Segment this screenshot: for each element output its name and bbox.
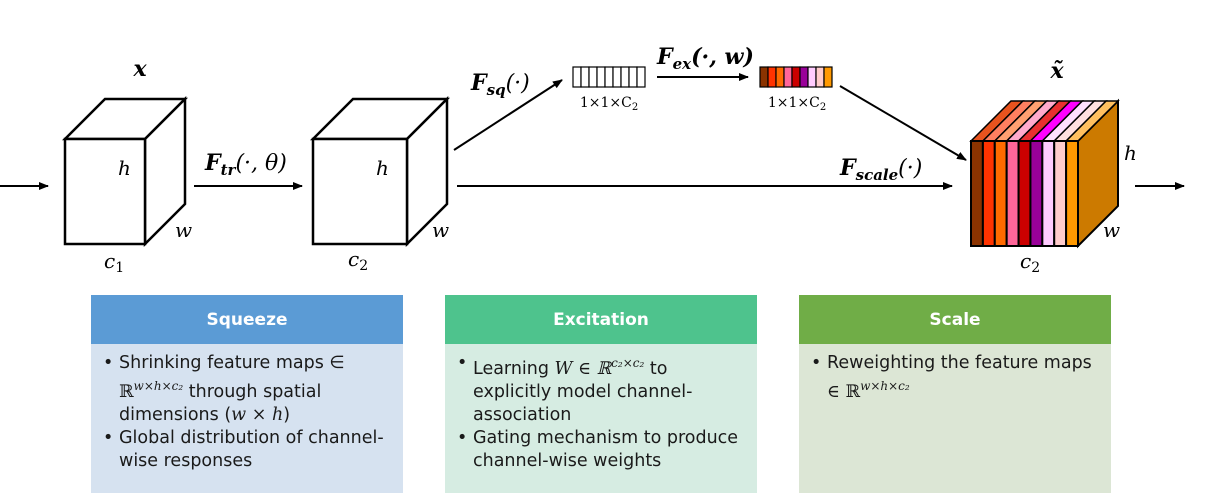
scaled-tensor-cube [969,98,1120,249]
squeeze-panel-body: Shrinking feature maps ∈ ℝw×h×c₂ through… [91,344,403,493]
channel-slice [1029,140,1044,247]
channel-slice [1065,140,1079,247]
squeezed-channel-cell [620,66,630,88]
channel-weight-cell [775,66,785,88]
squeeze-bullet-1: Shrinking feature maps ∈ ℝw×h×c₂ through… [103,352,393,427]
squeezed-channel-cell [572,66,582,88]
squeezed-channel-cell [628,66,638,88]
channel-slice [981,140,996,247]
squeezed-channel-cell [604,66,614,88]
vector2-dims-label: 1×1×C2 [768,95,826,113]
f-sq-label: Fsq(·) [470,70,530,99]
f-scale-label: Fscale(·) [839,155,922,184]
squeeze-panel-header: Squeeze [91,295,403,344]
excitation-bullet-2: Gating mechanism to produce channel-wise… [457,427,747,473]
excitation-panel: Excitation Learning W ∈ ℝc₂×c₂ to explic… [445,295,757,493]
f-tr-label: Ftr(·, θ) [204,150,287,179]
cube2-c-label: c2 [348,247,368,274]
channel-weight-cell [799,66,809,88]
channel-weights-vector [759,66,833,88]
scale-panel-header: Scale [799,295,1111,344]
squeezed-channel-cell [596,66,606,88]
f-ex-label: Fex(·, w) [656,44,754,73]
input-label: x [132,56,147,82]
squeeze-bullet-2: Global distribution of channel-wise resp… [103,427,393,473]
channel-slice [1041,140,1056,247]
input-tensor-cube [61,95,189,248]
cube2-h-label: h [376,156,389,180]
channel-slice [993,140,1008,247]
scale-panel-body: Reweighting the feature maps ∈ ℝw×h×c₂ [799,344,1111,493]
channel-weight-cell [759,66,769,88]
channel-weight-cell [783,66,793,88]
scale-panel: Scale Reweighting the feature maps ∈ ℝw×… [799,295,1111,493]
cube3-h-label: h [1124,141,1137,165]
se-block-diagram: x h w c1 Ftr(·, θ) h w c2 Fsq(·) 1×1×C2 … [0,44,1185,276]
squeezed-channel-cell [588,66,598,88]
squeezed-channel-cell [580,66,590,88]
channel-weight-cell [815,66,825,88]
channel-slice [970,140,984,247]
cube1-c-label: c1 [104,249,124,276]
excitation-bullet-1: Learning W ∈ ℝc₂×c₂ to explicitly model … [457,352,747,427]
output-label: x̃ [1049,58,1064,84]
channel-slice [1005,140,1020,247]
vector1-dims-label: 1×1×C2 [580,95,638,113]
cube1-w-label: w [175,218,192,242]
weights-to-scale-arrow [839,85,967,161]
transformed-tensor-cube [309,95,451,248]
cube3-w-label: w [1103,218,1120,242]
cube3-c-label: c2 [1020,249,1040,276]
channel-weight-cell [807,66,817,88]
excitation-panel-header: Excitation [445,295,757,344]
channel-weight-cell [823,66,833,88]
f-sq-arrow [453,79,563,151]
cube1-h-label: h [118,156,131,180]
squeeze-panel: Squeeze Shrinking feature maps ∈ ℝw×h×c₂… [91,295,403,493]
excitation-panel-body: Learning W ∈ ℝc₂×c₂ to explicitly model … [445,344,757,493]
channel-slice [1017,140,1032,247]
channel-slice [1053,140,1068,247]
squeezed-channel-cell [612,66,622,88]
channel-weight-cell [791,66,801,88]
channel-weight-cell [767,66,777,88]
squeezed-channel-cell [636,66,646,88]
cube2-w-label: w [432,218,449,242]
scale-bullet-1: Reweighting the feature maps ∈ ℝw×h×c₂ [811,352,1101,404]
squeezed-channel-vector [572,66,646,88]
